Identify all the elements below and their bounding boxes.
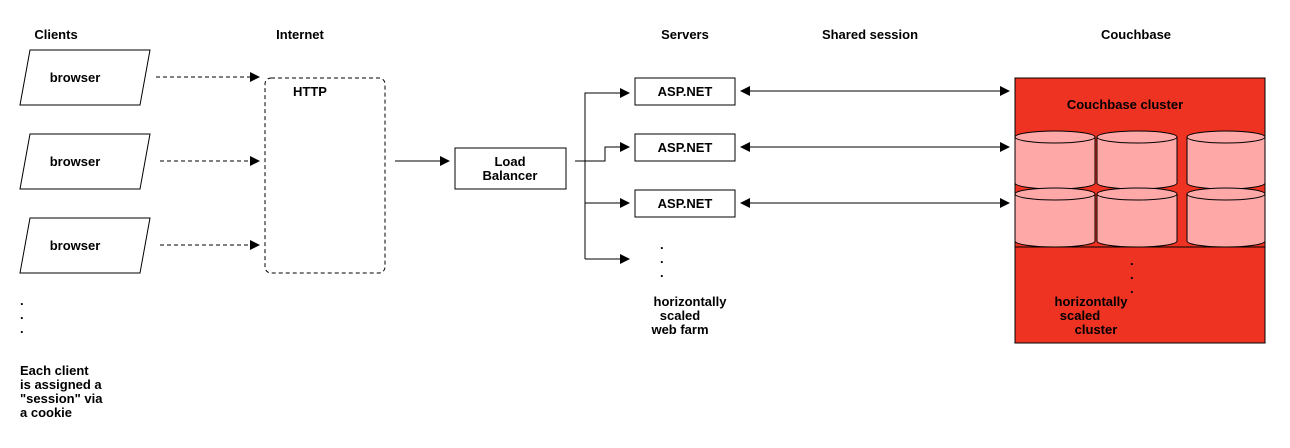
header-servers: Servers (661, 27, 709, 42)
cluster-caption-line: horizontally (1055, 294, 1129, 309)
servers-caption-line: scaled (660, 308, 701, 323)
couchbase-node (1186, 187, 1266, 248)
cluster-more-dot: . (1130, 267, 1134, 282)
couchbase-node (1096, 187, 1178, 248)
couchbase-node (1186, 130, 1266, 190)
client-note-line: "session" via (20, 391, 103, 406)
header-couchbase: Couchbase (1101, 27, 1171, 42)
couchbase-cluster: Couchbase cluster . . (1014, 77, 1266, 344)
header-internet: Internet (276, 27, 324, 42)
cluster-more-dot: . (1130, 281, 1134, 296)
server-label: ASP.NET (658, 84, 713, 99)
browser-client-3: browser (19, 217, 151, 274)
servers-more-dot: . (660, 251, 664, 266)
cluster-caption-line: cluster (1075, 322, 1118, 337)
couchbase-node (1014, 130, 1096, 190)
browser-label: browser (50, 154, 101, 169)
couchbase-cluster-label: Couchbase cluster (1067, 97, 1183, 112)
couchbase-node (1096, 130, 1178, 190)
client-note-line: Each client (20, 363, 89, 378)
server-label: ASP.NET (658, 140, 713, 155)
lb-to-servers-connectors (575, 88, 630, 264)
internet-http-box: HTTP (264, 77, 386, 274)
http-label: HTTP (293, 84, 327, 99)
header-shared-session: Shared session (822, 27, 918, 42)
server-node-1: ASP.NET (634, 77, 736, 106)
cluster-caption-line: scaled (1060, 308, 1101, 323)
browser-label: browser (50, 70, 101, 85)
header-clients: Clients (34, 27, 77, 42)
cluster-more-dot: . (1130, 253, 1134, 268)
clients-more-dot: . (20, 321, 24, 336)
browser-client-2: browser (19, 133, 151, 190)
clients-more-dot: . (20, 307, 24, 322)
servers-caption-line: horizontally (654, 294, 728, 309)
load-balancer-box: Load Balancer (454, 147, 567, 190)
servers-more-dot: . (660, 237, 664, 252)
load-balancer-label-line: Load (494, 154, 525, 169)
browser-label: browser (50, 238, 101, 253)
couchbase-node (1014, 187, 1096, 248)
server-node-2: ASP.NET (634, 133, 736, 162)
browser-client-1: browser (19, 49, 151, 106)
server-node-3: ASP.NET (634, 189, 736, 218)
servers-more-dot: . (660, 265, 664, 280)
clients-more-dot: . (20, 293, 24, 308)
servers-caption-line: web farm (650, 322, 708, 337)
client-note-line: is assigned a (20, 377, 102, 392)
load-balancer-label-line: Balancer (483, 168, 538, 183)
server-label: ASP.NET (658, 196, 713, 211)
client-note-line: a cookie (20, 405, 72, 420)
